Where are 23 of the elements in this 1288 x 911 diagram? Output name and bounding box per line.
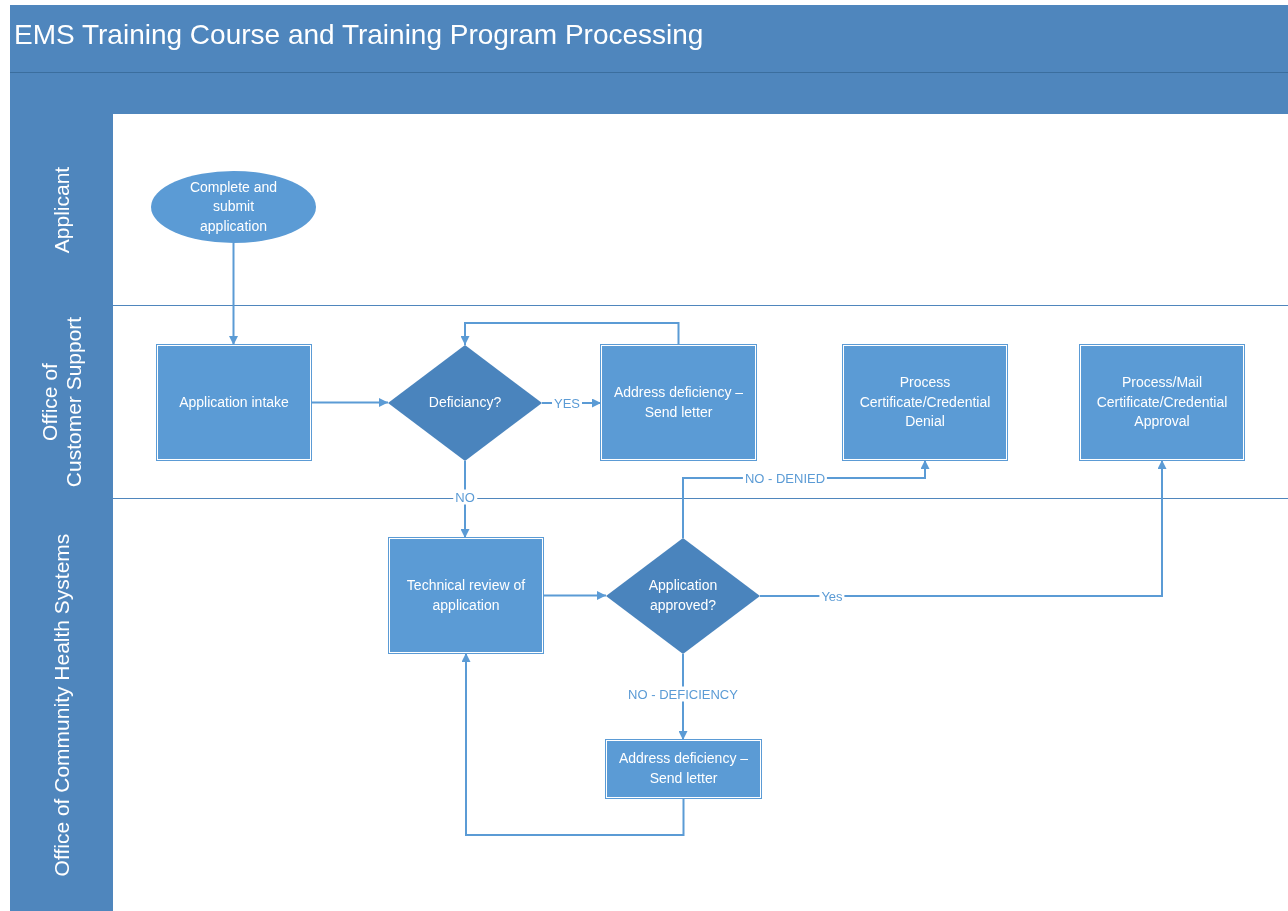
process-box: Technical review of application	[389, 538, 543, 653]
process-box: Address deficiency – Send letter	[606, 740, 761, 798]
start-ellipse: Complete and submit application	[151, 171, 316, 243]
decision-diamond: Application approved?	[606, 538, 760, 654]
process-box: Process/Mail Certificate/Credential Approval	[1080, 345, 1244, 460]
decision-diamond: Deficiancy?	[388, 345, 542, 461]
arrow	[759, 459, 1167, 597]
title-bar: EMS Training Course and Training Program Processing	[10, 5, 1288, 73]
process-box: Process Certificate/Credential Denial	[843, 345, 1007, 460]
arrow	[460, 322, 680, 346]
arrow	[461, 652, 685, 836]
arrow	[229, 242, 238, 346]
arrow	[310, 398, 389, 407]
arrow	[542, 591, 607, 600]
process-box: Application intake	[157, 345, 311, 460]
lane-label: Office of Customer Support	[37, 315, 86, 489]
lane-label: Applicant	[49, 165, 74, 255]
edge-label: NO	[453, 489, 477, 505]
edge-label: NO - DEFICIENCY	[626, 686, 740, 702]
process-box: Address deficiency – Send letter	[601, 345, 756, 460]
swimlane	[10, 113, 1288, 305]
lane-label: Office of Community Health Systems	[49, 532, 74, 879]
arrow	[460, 460, 470, 539]
